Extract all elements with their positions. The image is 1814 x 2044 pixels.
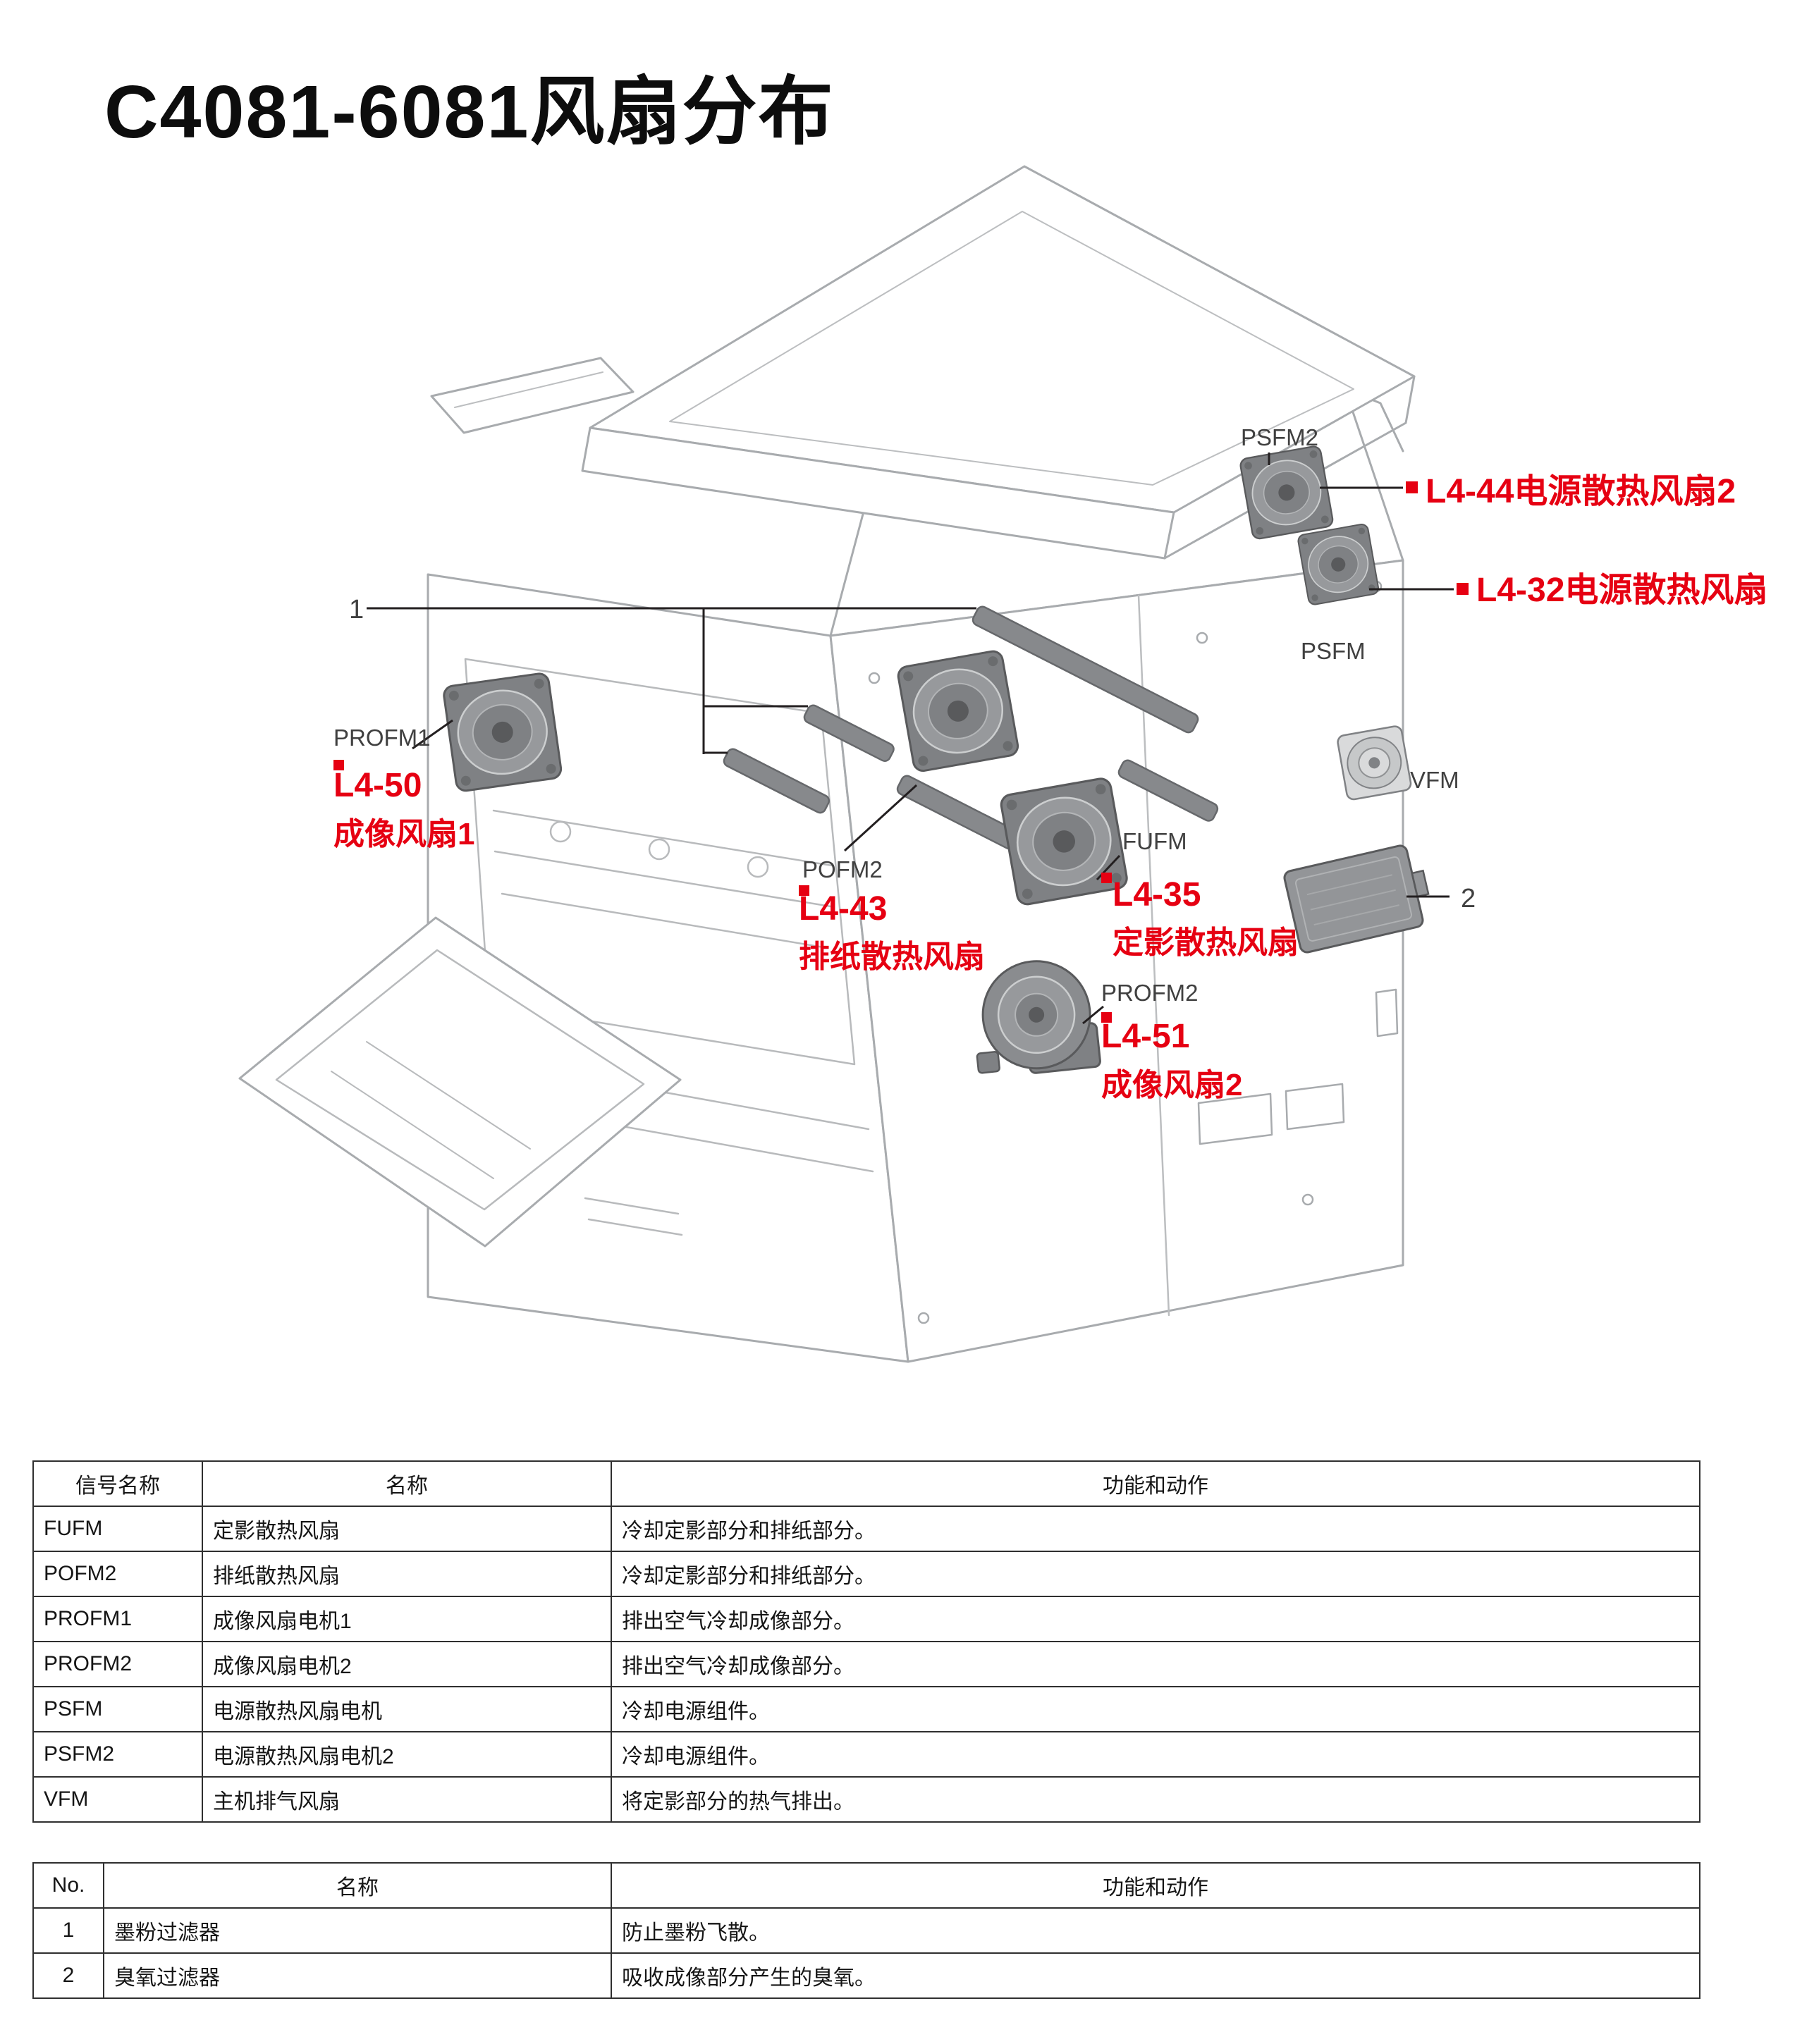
table-row: POFM2 排纸散热风扇 冷却定影部分和排纸部分。 xyxy=(32,1551,1700,1597)
printer-outline xyxy=(238,165,1416,1363)
cell-signal: PSFM xyxy=(32,1686,203,1732)
table-row: 2 臭氧过滤器 吸收成像部分产生的臭氧。 xyxy=(32,1952,1700,1999)
l4-51-name: 成像风扇2 xyxy=(1101,1068,1242,1102)
filter-table: No. 名称 功能和动作 1 墨粉过滤器 防止墨粉飞散。 2 臭氧过滤器 吸收成… xyxy=(32,1862,1700,1999)
fufm-label: FUFM xyxy=(1122,828,1187,854)
cell-name: 主机排气风扇 xyxy=(202,1776,612,1823)
cell-signal: FUFM xyxy=(32,1506,203,1552)
cell-signal: PSFM2 xyxy=(32,1731,203,1778)
l4-35-code: L4-35 xyxy=(1113,876,1201,913)
cell-signal: PROFM1 xyxy=(32,1596,203,1642)
cell-name: 臭氧过滤器 xyxy=(103,1952,612,1999)
psfm2-label: PSFM2 xyxy=(1241,424,1318,450)
vfm-label: VFM xyxy=(1410,767,1459,793)
cell-function: 冷却定影部分和排纸部分。 xyxy=(611,1506,1700,1552)
pofm2-fan xyxy=(897,650,1019,772)
cell-signal: POFM2 xyxy=(32,1551,203,1597)
toner-filter-strips xyxy=(723,605,1219,850)
vfm-fan xyxy=(1337,725,1412,801)
table-row: PROFM1 成像风扇电机1 排出空气冷却成像部分。 xyxy=(32,1596,1700,1642)
cell-name: 墨粉过滤器 xyxy=(103,1907,612,1954)
table-row: FUFM 定影散热风扇 冷却定影部分和排纸部分。 xyxy=(32,1506,1700,1552)
l4-50-name: 成像风扇1 xyxy=(333,817,474,851)
filter-table-header-function: 功能和动作 xyxy=(611,1862,1700,1909)
cell-function: 冷却电源组件。 xyxy=(611,1731,1700,1778)
psfm-label: PSFM xyxy=(1301,638,1366,664)
cell-function: 将定影部分的热气排出。 xyxy=(611,1776,1700,1823)
profm1-fan xyxy=(443,672,563,792)
leader-lines xyxy=(367,452,1454,1025)
cell-signal: PROFM2 xyxy=(32,1641,203,1687)
fan-table-header-row: 信号名称 名称 功能和动作 xyxy=(32,1460,1700,1507)
cell-name: 排纸散热风扇 xyxy=(202,1551,612,1597)
profm1-label: PROFM1 xyxy=(333,725,431,751)
l4-44-label: L4-44电源散热风扇2 xyxy=(1426,473,1736,510)
cell-function: 排出空气冷却成像部分。 xyxy=(611,1641,1700,1687)
cell-name: 成像风扇电机1 xyxy=(202,1596,612,1642)
l4-43-code: L4-43 xyxy=(799,890,887,928)
filter-table-header-name: 名称 xyxy=(103,1862,612,1909)
fan-table-header-name: 名称 xyxy=(202,1460,612,1507)
cell-function: 冷却电源组件。 xyxy=(611,1686,1700,1732)
table-row: 1 墨粉过滤器 防止墨粉飞散。 xyxy=(32,1907,1700,1954)
table-row: PROFM2 成像风扇电机2 排出空气冷却成像部分。 xyxy=(32,1641,1700,1687)
cell-name: 电源散热风扇电机 xyxy=(202,1686,612,1732)
psfm-fan xyxy=(1297,524,1379,605)
cell-function: 防止墨粉飞散。 xyxy=(611,1907,1700,1954)
cell-name: 电源散热风扇电机2 xyxy=(202,1731,612,1778)
cell-function: 吸收成像部分产生的臭氧。 xyxy=(611,1952,1700,1999)
page-title: C4081-6081风扇分布 xyxy=(104,70,835,154)
cell-no: 2 xyxy=(32,1952,104,1999)
filter-table-header-row: No. 名称 功能和动作 xyxy=(32,1862,1700,1909)
cell-signal: VFM xyxy=(32,1776,203,1823)
callout-1: 1 xyxy=(349,595,364,624)
red-anchor-squares xyxy=(333,481,1469,1023)
pofm2-label: POFM2 xyxy=(802,856,883,882)
cell-no: 1 xyxy=(32,1907,104,1954)
fan-table-header-signal: 信号名称 xyxy=(32,1460,203,1507)
cell-function: 排出空气冷却成像部分。 xyxy=(611,1596,1700,1642)
fufm-fan xyxy=(1000,777,1128,906)
ozone-filter-box xyxy=(1283,844,1430,954)
l4-43-name: 排纸散热风扇 xyxy=(799,940,985,974)
filter-table-header-no: No. xyxy=(32,1862,104,1909)
psfm2-fan xyxy=(1239,445,1334,540)
l4-32-label: L4-32电源散热风扇 xyxy=(1476,572,1767,609)
fan-table: 信号名称 名称 功能和动作 FUFM 定影散热风扇 冷却定影部分和排纸部分。 P… xyxy=(32,1460,1700,1823)
cell-function: 冷却定影部分和排纸部分。 xyxy=(611,1551,1700,1597)
l4-50-code: L4-50 xyxy=(333,767,422,804)
l4-35-name: 定影散热风扇 xyxy=(1113,925,1299,960)
fan-table-header-function: 功能和动作 xyxy=(611,1460,1700,1507)
table-row: VFM 主机排气风扇 将定影部分的热气排出。 xyxy=(32,1776,1700,1823)
profm2-label: PROFM2 xyxy=(1101,980,1199,1006)
table-row: PSFM2 电源散热风扇电机2 冷却电源组件。 xyxy=(32,1731,1700,1778)
cell-name: 成像风扇电机2 xyxy=(202,1641,612,1687)
printer-diagram: PSFM2 PSFM VFM PROFM1 POFM2 FUFM PROFM2 … xyxy=(238,165,1767,1363)
callout-2: 2 xyxy=(1461,884,1476,913)
l4-51-code: L4-51 xyxy=(1101,1018,1189,1055)
cell-name: 定影散热风扇 xyxy=(202,1506,612,1552)
table-row: PSFM 电源散热风扇电机 冷却电源组件。 xyxy=(32,1686,1700,1732)
profm2-blower xyxy=(976,960,1101,1074)
